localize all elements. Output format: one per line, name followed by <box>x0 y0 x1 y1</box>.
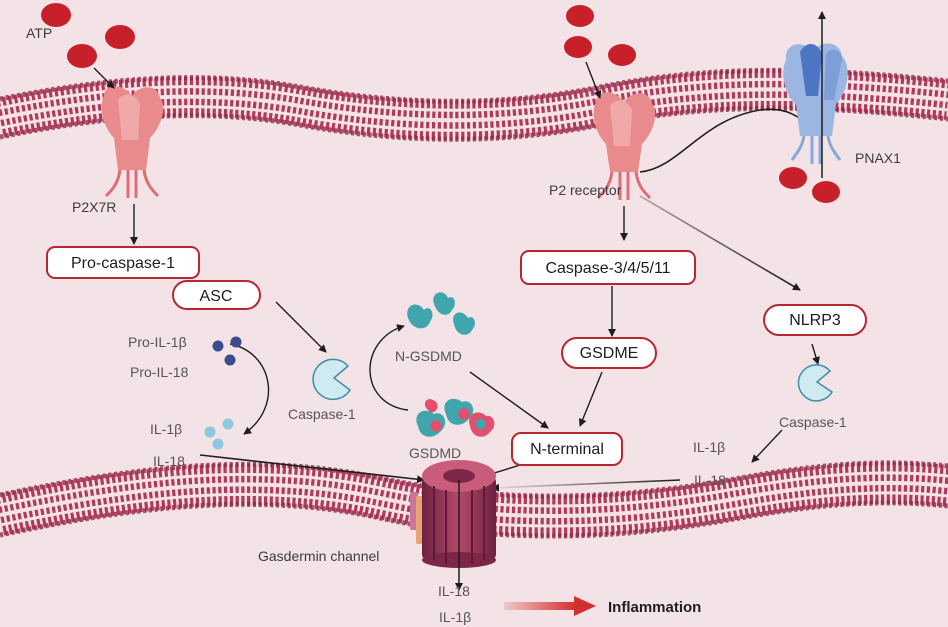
pnax1-label: PNAX1 <box>855 150 901 166</box>
inflammation-label: Inflammation <box>608 599 701 616</box>
pro-il-dots-icon <box>212 336 242 366</box>
atp-molecule <box>812 181 840 203</box>
nlrp3-box: NLRP3 <box>763 304 867 336</box>
svg-text:Caspase-3/4/5/11: Caspase-3/4/5/11 <box>545 260 670 277</box>
gasdermin-channel-icon <box>410 460 496 591</box>
svg-text:N-terminal: N-terminal <box>530 441 604 458</box>
p2-pnax1-link <box>639 108 813 173</box>
atp-molecule-group-right <box>564 5 840 203</box>
il1b-left-label: IL-1β <box>150 421 182 437</box>
bottom-membrane <box>0 460 948 539</box>
atp-label: ATP <box>26 25 52 41</box>
atp-molecule <box>67 44 97 68</box>
svg-text:Pro-caspase-1: Pro-caspase-1 <box>71 255 175 272</box>
atp-molecule-group-left <box>41 3 135 68</box>
p2x7r-receptor-icon <box>101 86 164 198</box>
caspase-1-left-label: Caspase-1 <box>288 406 356 422</box>
pro-caspase-1-box: Pro-caspase-1 <box>46 246 200 279</box>
svg-text:GSDME: GSDME <box>580 345 639 362</box>
gsdmd-label: GSDMD <box>409 445 461 461</box>
gsdmd-protein-icon <box>416 398 495 437</box>
atp-molecule <box>105 25 135 49</box>
atp-molecule <box>779 167 807 189</box>
pnax1-channel-icon <box>783 11 848 178</box>
atp-molecule <box>564 36 592 58</box>
n-gsdmd-label: N-GSDMD <box>395 348 462 364</box>
svg-text:ASC: ASC <box>200 288 233 305</box>
atp-molecule <box>41 3 71 27</box>
atp-molecule <box>608 44 636 66</box>
inflammation-arrow-icon <box>504 596 596 616</box>
p2x7r-label: P2X7R <box>72 199 116 215</box>
p2-receptor-label: P2 receptor <box>549 182 622 198</box>
top-membrane <box>0 67 948 142</box>
atp-molecule <box>566 5 594 27</box>
il18-left-label: IL-18 <box>153 453 185 469</box>
pro-il18-label: Pro-IL-18 <box>130 364 189 380</box>
caspase-1-icon-left <box>312 358 352 401</box>
il1b-right-label: IL-1β <box>693 439 725 455</box>
asc-box: ASC <box>172 280 261 310</box>
caspase-1-right-label: Caspase-1 <box>779 414 847 430</box>
il18-right-label: IL-18 <box>694 472 726 488</box>
arrows <box>93 61 820 492</box>
p2-receptor-icon <box>593 92 656 200</box>
gasdermin-channel-label: Gasdermin channel <box>258 548 379 564</box>
gsdme-box: GSDME <box>561 337 657 369</box>
svg-text:NLRP3: NLRP3 <box>789 312 841 329</box>
n-terminal-box: N-terminal <box>511 432 623 466</box>
n-gsdmd-protein-icon <box>407 292 475 335</box>
il-dots-icon <box>204 418 234 450</box>
pro-il1b-label: Pro-IL-1β <box>128 334 187 350</box>
il1b-bottom-label: IL-1β <box>439 609 471 625</box>
il18-bottom-label: IL-18 <box>438 583 470 599</box>
caspase-3-4-5-11-box: Caspase-3/4/5/11 <box>520 250 696 285</box>
caspase-1-icon-right <box>797 364 834 402</box>
